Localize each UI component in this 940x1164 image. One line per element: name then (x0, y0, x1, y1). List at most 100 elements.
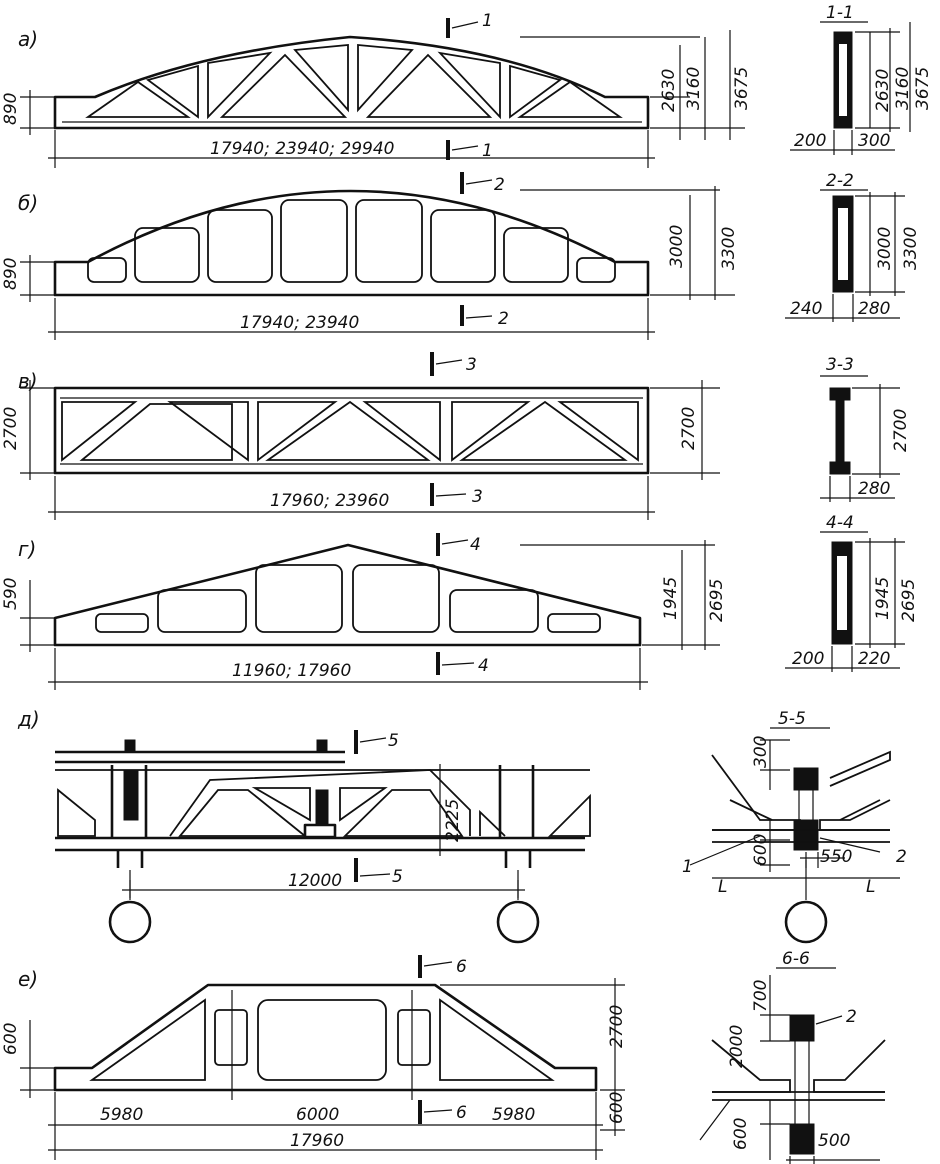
truss-a-panel (509, 64, 563, 119)
section-title-3-3: 3-3 (826, 355, 854, 375)
dim-a-left-height: 890 (1, 93, 21, 125)
sec-b-h1: 3000 (875, 227, 895, 270)
dim-d-span: 12000 (288, 871, 342, 891)
sec-b-b1: 240 (790, 299, 822, 319)
dim-a-span: 17940; 23940; 29940 (210, 139, 395, 159)
truss-a-outline (53, 35, 650, 130)
section-1-1: 1-1 2630 3160 3675 200 300 (790, 3, 933, 155)
dim-a-h2: 3160 (684, 67, 704, 110)
sec-e-width: 500 (818, 1131, 850, 1151)
sec-g-h1: 1945 (873, 577, 893, 620)
sec-a-b2: 300 (858, 131, 890, 151)
callout-d-1: 1 (682, 857, 693, 877)
panel-e: е) 6 6 600 2700 600 5980 6000 5980 17960 (1, 955, 627, 1160)
section-mark-6-bottom: 6 (456, 1103, 467, 1123)
dim-e-right-bottom: 600 (607, 1092, 627, 1124)
panel-b: б) 2 2 890 17940; 23940 3000 3300 (1, 172, 739, 340)
panel-d: д) 5 5 2225 12000 (17, 707, 591, 944)
section-mark-5-bottom: 5 (392, 867, 403, 887)
sec-a-h1: 2630 (873, 69, 893, 112)
dim-b-h2: 3300 (719, 227, 739, 270)
panel-v: в) 3 3 2700 2700 17960; 23960 (1, 352, 720, 520)
sec-g-b1: 200 (792, 649, 824, 669)
section-mark-3-top: 3 (466, 355, 477, 375)
truss-a-panel (437, 51, 501, 120)
truss-a-panel (293, 44, 349, 113)
dim-e-seg3: 5980 (492, 1105, 535, 1125)
sec-d-right-L: L (866, 877, 875, 897)
sec-b-b2: 280 (858, 299, 890, 319)
sec-e-bottom: 600 (731, 1118, 751, 1150)
dim-g-left-height: 590 (1, 578, 21, 610)
panel-label-v: в) (18, 369, 38, 393)
dim-e-left-height: 600 (1, 1023, 21, 1055)
truss-e-outline (53, 983, 598, 1092)
dim-b-left-height: 890 (1, 258, 21, 290)
dim-b-span: 17940; 23940 (240, 313, 359, 333)
sec-d-top: 300 (751, 736, 771, 768)
section-mark-6-top: 6 (456, 957, 467, 977)
sec-d-width: 550 (820, 847, 852, 867)
sec-e-mid: 2000 (727, 1025, 747, 1068)
sec-a-h2: 3160 (893, 67, 913, 110)
section-mark-4-bottom: 4 (478, 656, 489, 676)
dim-a-h1: 2630 (659, 69, 679, 112)
sec-a-h3: 3675 (913, 67, 933, 110)
dim-g-span: 11960; 17960 (232, 661, 351, 681)
section-mark-2-top: 2 (494, 175, 505, 195)
dim-d-height: 2225 (443, 799, 463, 842)
panel-g: г) 4 4 590 1945 2695 11960; 17960 (1, 533, 727, 690)
dim-v-left-height: 2700 (1, 407, 21, 450)
truss-a-panel (145, 64, 199, 119)
panel-label-b: б) (18, 191, 38, 215)
dim-e-seg1: 5980 (100, 1105, 143, 1125)
section-3-3-profile (829, 387, 851, 401)
section-title-1-1: 1-1 (826, 3, 854, 23)
callout-e-2: 2 (846, 1007, 857, 1027)
section-mark-2-bottom: 2 (498, 309, 509, 329)
section-5-5: 5-5 300 600 550 L L 1 2 (682, 709, 907, 944)
sec-d-bottom: 600 (751, 834, 771, 866)
dim-v-span: 17960; 23960 (270, 491, 389, 511)
section-2-2: 2-2 3000 3300 240 280 (785, 171, 921, 322)
section-title-4-4: 4-4 (826, 513, 854, 533)
dim-e-span: 17960 (290, 1131, 344, 1151)
callout-d-2: 2 (896, 847, 907, 867)
sec-a-b1: 200 (794, 131, 826, 151)
section-title-5-5: 5-5 (778, 709, 806, 729)
sec-v-h1: 2700 (891, 409, 911, 452)
dim-a-h3: 3675 (732, 67, 752, 110)
sec-e-top: 700 (751, 980, 771, 1012)
section-6-6: 6-6 700 2000 600 500 2 (699, 949, 886, 1164)
panel-label-e: е) (18, 967, 38, 991)
section-mark-5-top: 5 (388, 731, 399, 751)
truss-a-panel (85, 80, 191, 118)
sec-d-left-L: L (718, 877, 727, 897)
section-3-3: 3-3 2700 280 (820, 355, 911, 502)
dim-e-right-height: 2700 (607, 1005, 627, 1048)
truss-a-panel (365, 53, 493, 118)
sec-v-b2: 280 (858, 479, 890, 499)
truss-a-panel (517, 80, 623, 118)
sec-g-h2: 2695 (899, 579, 919, 622)
section-mark-3-bottom: 3 (472, 487, 483, 507)
section-mark-1-top: 1 (482, 11, 493, 31)
arch-b-outline (53, 189, 650, 297)
panel-label-g: г) (18, 537, 36, 561)
panel-label-a: а) (18, 27, 38, 51)
truss-v-outline (53, 386, 650, 475)
truss-d-outline (55, 836, 585, 852)
section-title-6-6: 6-6 (782, 949, 810, 969)
truss-g-outline (53, 543, 642, 647)
section-mark-4-top: 4 (470, 535, 481, 555)
dim-g-h2: 2695 (707, 579, 727, 622)
panel-a: а) 1 1 890 17940; 23940; 29940 2630 3160… (1, 11, 752, 168)
section-6-6-profile (789, 1014, 815, 1042)
truss-a-panel (219, 53, 348, 118)
section-title-2-2: 2-2 (826, 171, 854, 191)
truss-v-web (61, 400, 639, 462)
sec-g-b2: 220 (858, 649, 890, 669)
section-mark-1-bottom: 1 (482, 141, 493, 161)
dim-v-right-height: 2700 (679, 407, 699, 450)
